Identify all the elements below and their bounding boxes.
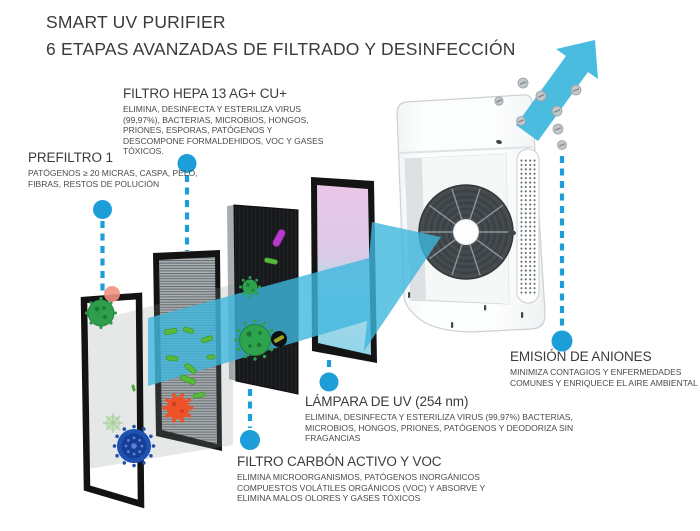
purple-bacteria-icon [272, 229, 286, 247]
purifier-unit [396, 94, 546, 333]
prefilter-frame [80, 292, 145, 509]
fan-icon [418, 184, 514, 280]
stage-description: PATÓGENOS ≥ 20 MICRAS, CASPA, PELO, FIBR… [28, 168, 198, 189]
bacteria-rods [163, 326, 216, 399]
title-line2: 6 ETAPAS AVANZADAS DE FILTRADO Y DESINFE… [46, 39, 516, 59]
connector-dot-aniones [551, 330, 573, 352]
stage-heading: LÁMPARA DE UV (254 nm) [305, 394, 469, 409]
airflow-arrow-icon [148, 222, 441, 386]
blue-virus-icon [112, 424, 156, 468]
page-title: SMART UV PURIFIER 6 ETAPAS AVANZADAS DE … [46, 9, 516, 63]
fan-hub [453, 219, 479, 245]
connector-dot-hepa [177, 154, 197, 173]
connector-dot-carbon [240, 430, 260, 450]
stage-description: ELIMINA MICROORGANISMOS, PATÓGENOS INORG… [237, 472, 485, 503]
vent-grille [516, 148, 540, 304]
label-hepa: FILTRO HEPA 13 AG+ CU+ ELIMINA, DESINFEC… [123, 86, 331, 157]
label-uv: LÁMPARA DE UV (254 nm) ELIMINA, DESINFEC… [305, 394, 597, 444]
connector-dot-prefiltro [93, 200, 112, 219]
orange-virus-icon [162, 393, 194, 423]
green-virus-icon [84, 296, 118, 330]
stage-heading: PREFILTRO 1 [28, 150, 113, 165]
stage-heading: EMISIÓN DE ANIONES [510, 349, 652, 364]
small-green-virus-icon [239, 276, 261, 298]
stage-heading: FILTRO HEPA 13 AG+ CU+ [123, 86, 287, 101]
anion-particles [494, 77, 582, 150]
lid-seam [398, 146, 534, 154]
olive-bacteria-icon [271, 331, 287, 347]
connector-dots [93, 154, 573, 450]
connectors [100, 156, 565, 428]
bacteria-icon [264, 257, 278, 265]
stage-description: MINIMIZA CONTAGIOS Y ENFERMEDADES COMUNE… [510, 367, 698, 388]
label-carbon: FILTRO CARBÓN ACTIVO Y VOC ELIMINA MICRO… [237, 454, 509, 504]
stage-heading: FILTRO CARBÓN ACTIVO Y VOC [237, 454, 442, 469]
connector-dot-uv [319, 372, 339, 392]
label-prefiltro: PREFILTRO 1 PATÓGENOS ≥ 20 MICRAS, CASPA… [28, 150, 200, 189]
microbe-icons [84, 229, 287, 468]
screw-marks [408, 139, 524, 328]
big-green-virus-icon [234, 319, 276, 361]
pale-virus-icon [103, 413, 123, 433]
virus-particle-icon [104, 286, 120, 302]
title-line1: SMART UV PURIFIER [46, 12, 226, 32]
bacteria-icon [131, 384, 136, 392]
label-aniones: EMISIÓN DE ANIONES MINIMIZA CONTAGIOS Y … [510, 349, 700, 388]
stage-description: ELIMINA, DESINFECTA Y ESTERILIZA VIRUS (… [123, 104, 324, 156]
outflow-arrow-icon [516, 40, 598, 141]
stage-description: ELIMINA, DESINFECTA Y ESTERILIZA VIRUS (… [305, 412, 574, 443]
